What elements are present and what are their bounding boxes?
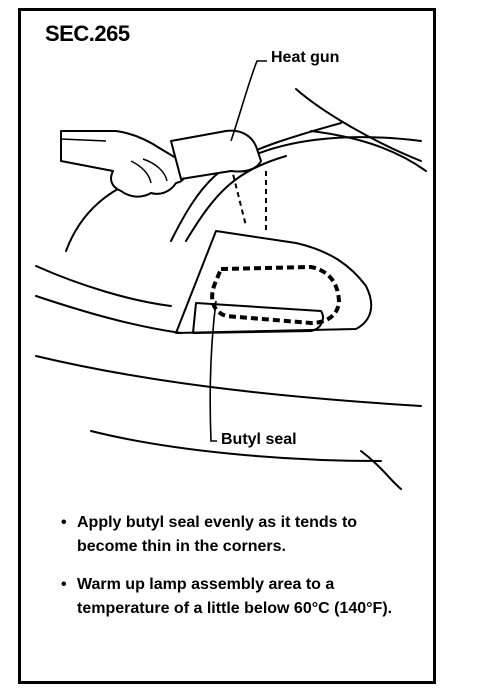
note-item: • Warm up lamp assembly area to a temper… [61, 573, 421, 621]
lamp-installation-illustration [35, 60, 427, 490]
trunk-lid-edge [295, 88, 422, 162]
operator-hand [60, 130, 187, 198]
bumper-lower [90, 430, 382, 462]
bullet-glyph: • [61, 514, 67, 531]
instruction-notes: • Apply butyl seal evenly as it tends to… [61, 511, 421, 635]
section-label: SEC.265 [45, 21, 130, 46]
pillar-outer [170, 122, 342, 242]
lamp-lens [192, 302, 324, 334]
butyl-seal-ring [210, 264, 342, 326]
cuff-line [60, 138, 107, 142]
note-text: Apply butyl seal evenly as it tends to b… [77, 514, 358, 555]
bumper-line [35, 355, 422, 407]
heat-gun-leader [230, 60, 267, 142]
body-left-mid [35, 295, 182, 334]
finger-line-1 [130, 160, 152, 184]
lamp-opening [175, 230, 373, 334]
trunk-upper-line [310, 130, 427, 172]
callout-butyl-seal: Butyl seal [221, 431, 297, 448]
heat-gun-nozzle-outline [230, 165, 247, 227]
heat-gun-body [170, 129, 262, 180]
finger-line-2 [142, 158, 168, 182]
callout-heat-gun: Heat gun [271, 49, 340, 66]
note-item: • Apply butyl seal evenly as it tends to… [61, 511, 421, 559]
bullet-glyph: • [61, 576, 67, 593]
diagram-frame: SEC.265 [18, 8, 436, 684]
butyl-seal-leader [209, 300, 217, 442]
pillar-inner [185, 155, 287, 242]
bumper-sweep [360, 450, 402, 490]
note-text: Warm up lamp assembly area to a temperat… [77, 576, 393, 617]
body-left-top [35, 265, 172, 307]
